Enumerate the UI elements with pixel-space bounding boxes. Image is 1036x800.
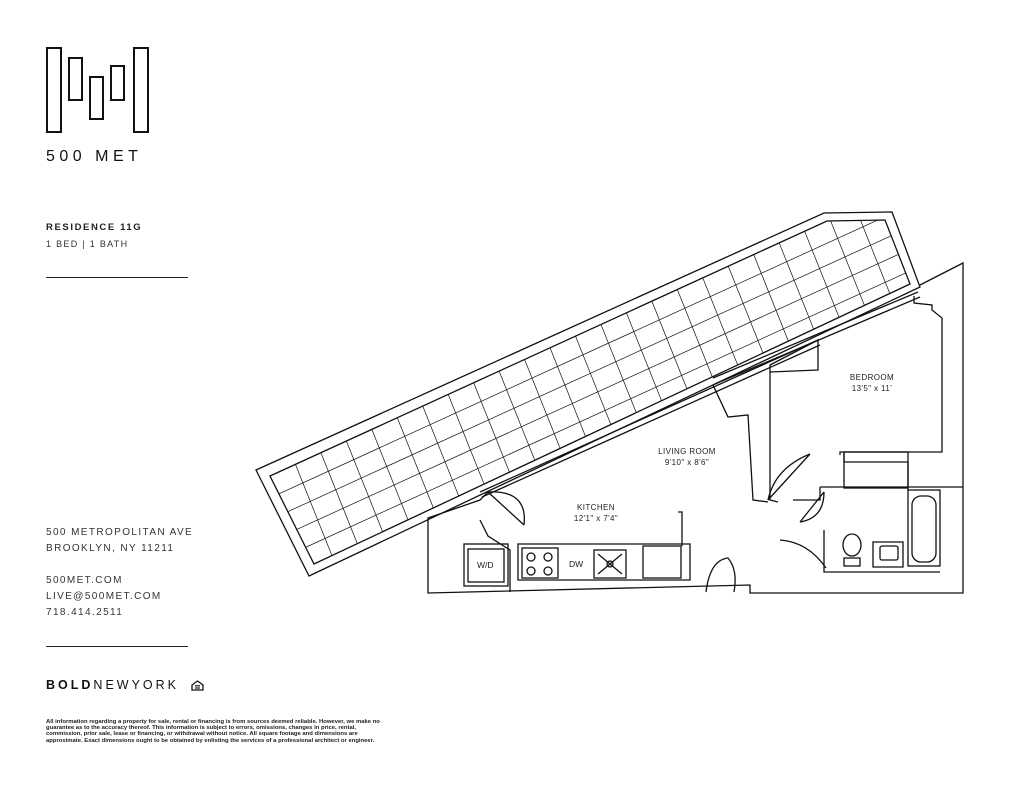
kitchen-name: KITCHEN <box>577 503 615 512</box>
living-room-label: LIVING ROOM 9'10" x 8'6" <box>658 446 716 468</box>
divider <box>46 277 188 278</box>
living-room-name: LIVING ROOM <box>658 447 716 456</box>
address-line-1: 500 METROPOLITAN AVE <box>46 527 194 538</box>
kitchen-dims: 12'1" x 7'4" <box>573 514 619 523</box>
bedroom-label: BEDROOM 13'5" x 11' <box>850 372 894 394</box>
bedroom-name: BEDROOM <box>849 373 895 382</box>
brand-logo-mark <box>46 47 149 133</box>
bedroom-dims: 13'5" x 11' <box>851 384 893 393</box>
floor-plan-drawing <box>255 211 964 594</box>
equal-housing-icon <box>191 679 204 691</box>
divider <box>46 646 188 647</box>
legal-disclaimer: All information regarding a property for… <box>46 719 380 744</box>
phone-number[interactable]: 718.414.2511 <box>46 607 124 618</box>
email-link[interactable]: LIVE@500MET.COM <box>46 591 162 602</box>
floor-plan: BEDROOM 13'5" x 11' LIVING ROOM 9'10" x … <box>248 200 978 610</box>
brand-name: 500 MET <box>46 148 143 165</box>
broker-logo-bold: BOLD <box>46 678 94 692</box>
broker-logo-rest: NEWYORK <box>93 678 180 692</box>
dishwasher-label: DW <box>569 559 584 569</box>
website-link[interactable]: 500MET.COM <box>46 575 123 586</box>
residence-subtitle: 1 BED | 1 BATH <box>46 239 129 249</box>
living-room-dims: 9'10" x 8'6" <box>664 458 710 467</box>
washer-dryer-label: W/D <box>477 560 494 570</box>
residence-title: RESIDENCE 11G <box>46 222 143 233</box>
address-line-2: BROOKLYN, NY 11211 <box>46 543 175 554</box>
kitchen-label: KITCHEN 12'1" x 7'4" <box>574 502 618 524</box>
